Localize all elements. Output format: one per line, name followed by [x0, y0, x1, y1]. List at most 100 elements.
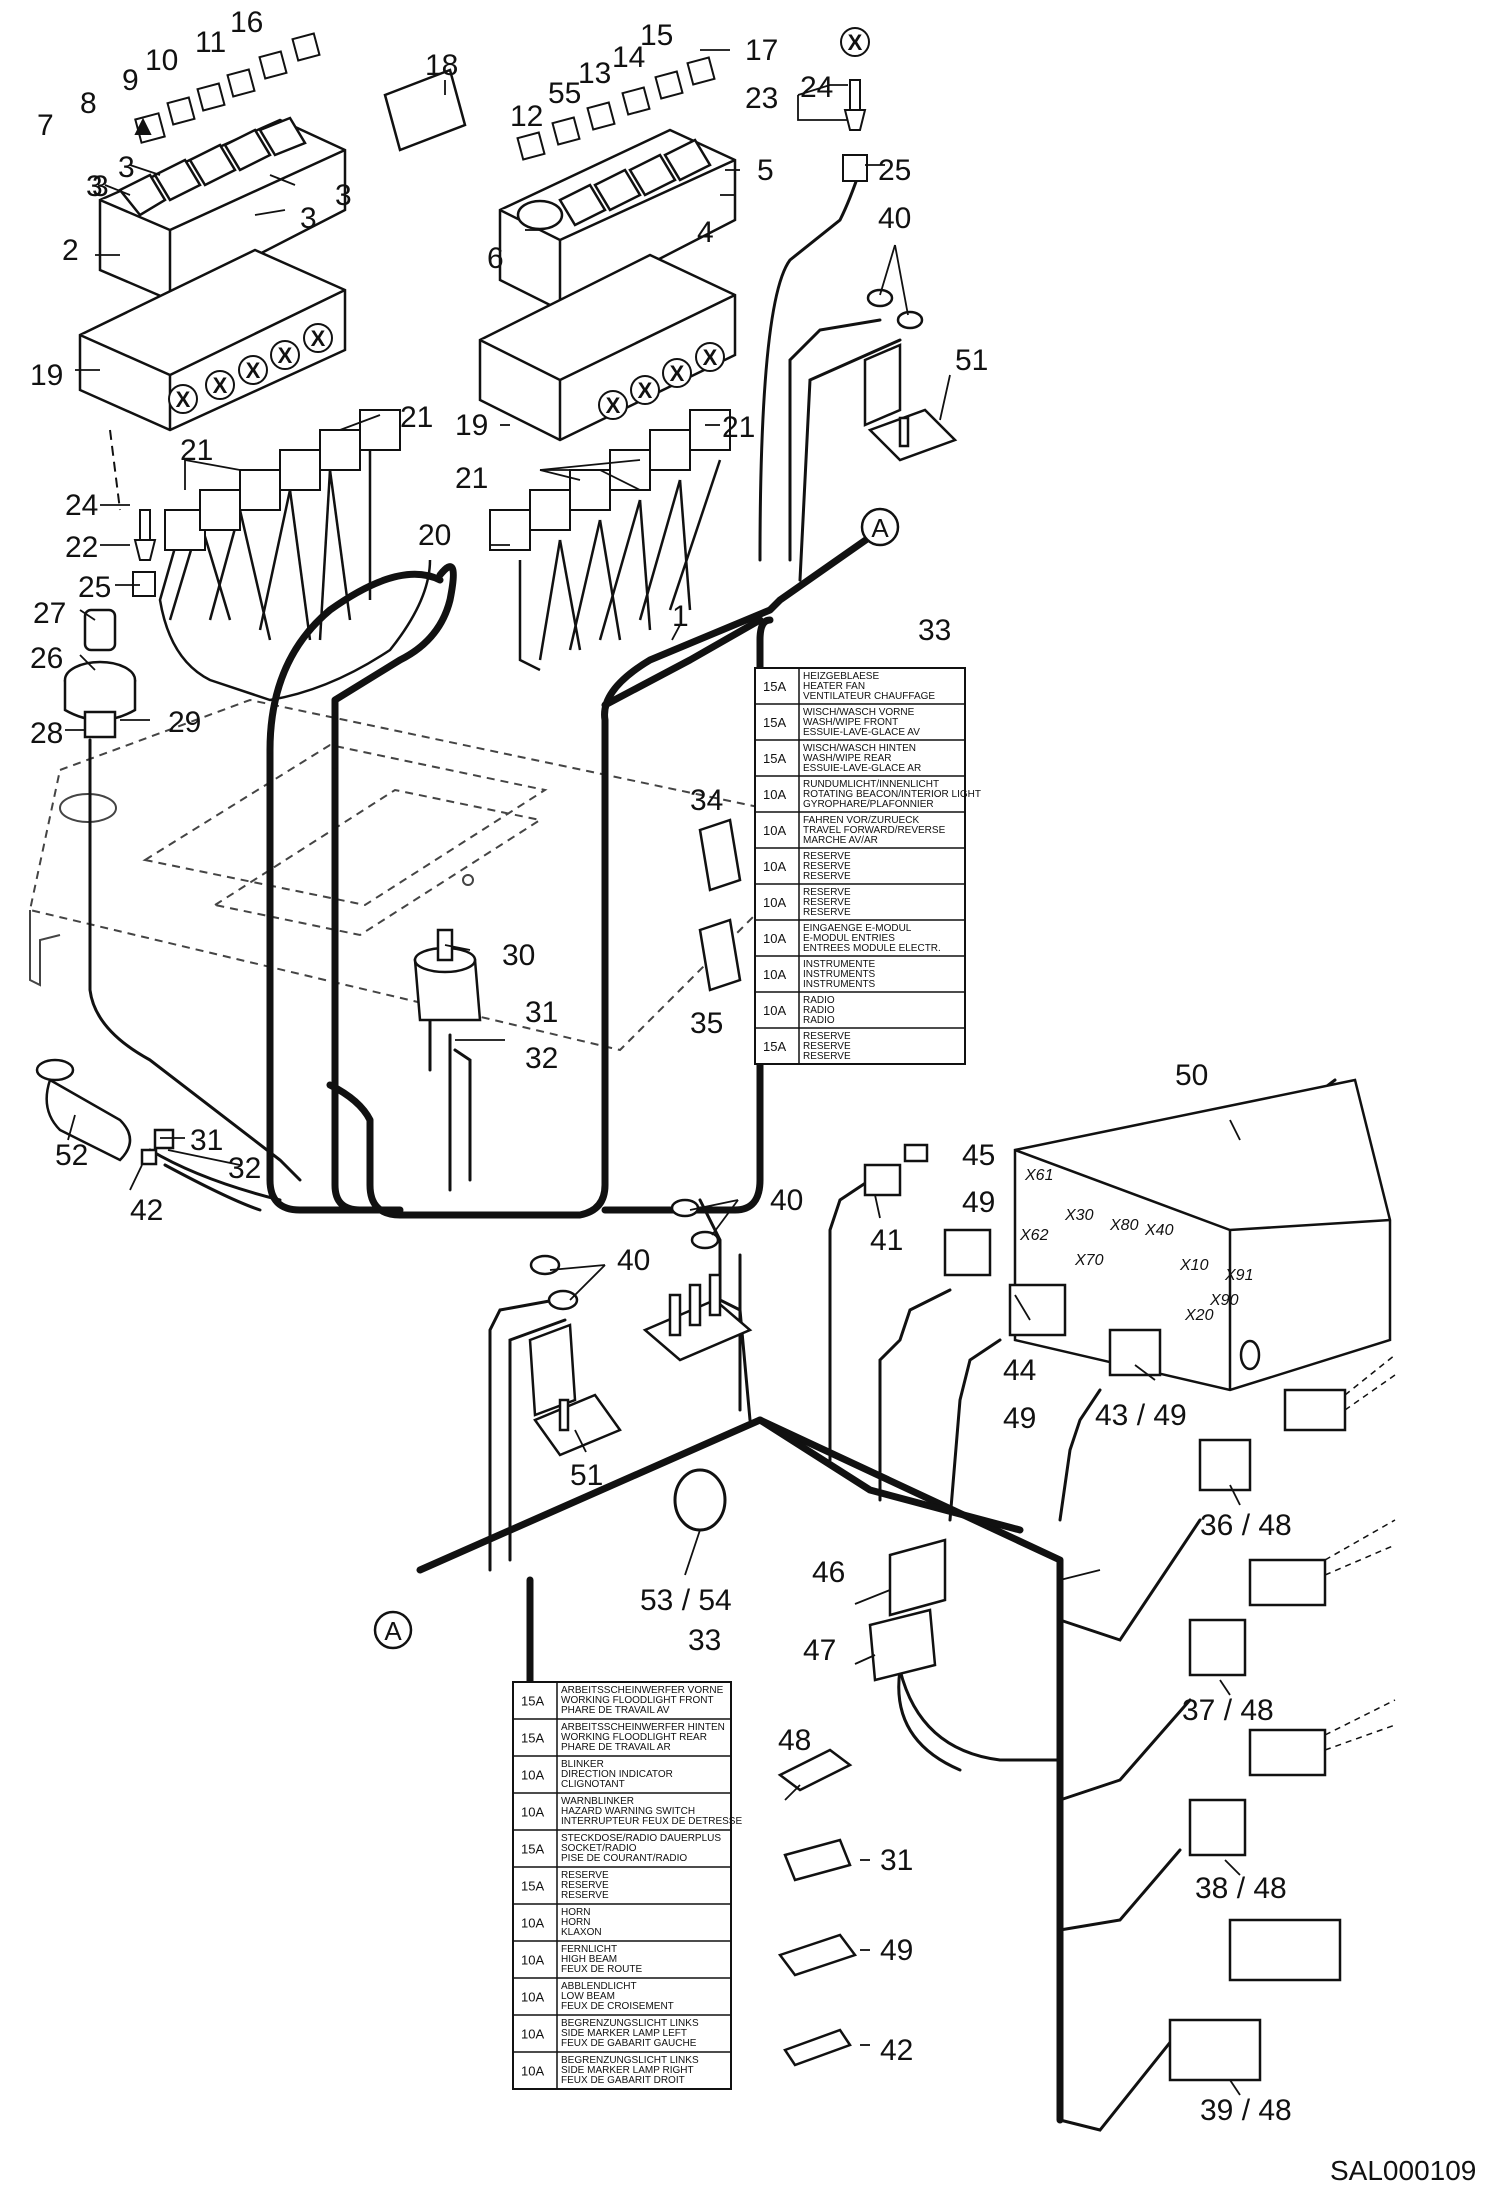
callout-numbers: 1 2 3 3 3 3 3 4 5 6 7 8 9 10 11 12 13 14… — [30, 6, 1292, 2127]
callout-1: 1 — [672, 600, 689, 633]
fuse-description: HAZARD WARNING SWITCH — [561, 1806, 695, 1817]
crimp-terminals — [777, 1748, 858, 2067]
fuse-description: RESERVE — [561, 1890, 609, 1901]
connector-fanout — [1324, 1354, 1396, 1751]
callout-20: 20 — [418, 519, 451, 552]
ground-terminal-bottom — [528, 1198, 753, 1457]
drawing-code: SAL000109 — [1330, 2155, 1476, 2186]
fuse-34-35 — [698, 818, 742, 992]
port-label: X61 — [1024, 1167, 1053, 1184]
fuse-description: RESERVE — [803, 887, 851, 898]
fuse-description: RESERVE — [803, 851, 851, 862]
fuse-description: RESERVE — [803, 897, 851, 908]
fuse-description: E-MODUL ENTRIES — [803, 933, 895, 944]
callout-18: 18 — [425, 49, 458, 82]
callout-47: 47 — [803, 1634, 836, 1667]
fuse-description: MARCHE AV/AR — [803, 835, 878, 846]
callout-24: 24 — [800, 71, 833, 104]
port-label: X70 — [1074, 1252, 1104, 1269]
callout-25: 25 — [878, 154, 911, 187]
callout-42: 42 — [880, 2034, 913, 2067]
callout-27: 27 — [33, 597, 66, 630]
fuse-description: SIDE MARKER LAMP LEFT — [561, 2028, 687, 2039]
fuse-amperage: 15A — [521, 1842, 544, 1857]
thin-wires — [88, 168, 1337, 2132]
xmark: X — [213, 373, 228, 398]
fuse-description: WORKING FLOODLIGHT REAR — [561, 1732, 707, 1743]
socket-branches-right — [518, 459, 722, 672]
xmark: X — [848, 30, 863, 55]
xmark: X — [606, 393, 621, 418]
callout-51: 51 — [570, 1459, 603, 1492]
module-connectors — [863, 1143, 1162, 1377]
callout-36-48: 36 / 48 — [1200, 1509, 1292, 1542]
callout-6: 6 — [487, 242, 504, 275]
port-label: X30 — [1064, 1207, 1094, 1224]
fuse-table-border — [512, 1681, 732, 2090]
fuse-description: FEUX DE CROISEMENT — [561, 2001, 674, 2012]
callout-24: 24 — [65, 489, 98, 522]
fuse-description: VENTILATEUR CHAUFFAGE — [803, 691, 935, 702]
fuse-description: WASH/WIPE REAR — [803, 753, 892, 764]
callout-3: 3 — [300, 202, 317, 235]
fuse-description: STECKDOSE/RADIO DAUERPLUS — [561, 1833, 721, 1844]
fuse-description: RESERVE — [803, 1051, 851, 1062]
fuse-description: RADIO — [803, 1015, 835, 1026]
port-label: X90 — [1209, 1292, 1239, 1309]
fuse-description: BEGRENZUNGSLICHT LINKS — [561, 2055, 699, 2066]
module-port-labels: X61 X40 X20 X30 X10 X70 X80 X91 X90 X62 — [1019, 1167, 1253, 1324]
callout-25: 25 — [78, 571, 111, 604]
callout-28: 28 — [30, 717, 63, 750]
callout-3: 3 — [118, 151, 135, 184]
callout-31: 31 — [190, 1124, 223, 1157]
callout-46: 46 — [812, 1556, 845, 1589]
fuse-description: WASH/WIPE FRONT — [803, 717, 898, 728]
sensor-52 — [35, 1058, 175, 1166]
callout-55: 55 — [548, 77, 581, 110]
callout-17: 17 — [745, 34, 778, 67]
callout-53-54: 53 / 54 — [640, 1584, 732, 1617]
callout-50: 50 — [1175, 1059, 1208, 1092]
fuse-amperage: 10A — [521, 1768, 544, 1783]
callout-32: 32 — [525, 1042, 558, 1075]
fuse-description: FEUX DE GABARIT GAUCHE — [561, 2038, 697, 2049]
fuse-description: ARBEITSSCHEINWERFER HINTEN — [561, 1722, 725, 1733]
callout-21: 21 — [180, 434, 213, 467]
callout-15: 15 — [640, 19, 673, 52]
switch-symbol-icons — [134, 32, 716, 161]
fuse-amperage: 15A — [763, 715, 786, 730]
callout-21: 21 — [400, 401, 433, 434]
fuse-description: GYROPHARE/PLAFONNIER — [803, 799, 934, 810]
callout-51: 51 — [955, 344, 988, 377]
callout-7: 7 — [37, 109, 54, 142]
callout-31: 31 — [880, 1844, 913, 1877]
fuse-amperage: 10A — [763, 823, 786, 838]
fuse-description: WARNBLINKER — [561, 1796, 634, 1807]
callout-5: 5 — [757, 154, 774, 187]
callout-42: 42 — [130, 1194, 163, 1227]
callout-10: 10 — [145, 44, 178, 77]
callout-49: 49 — [1003, 1402, 1036, 1435]
fuse-description: ENTREES MODULE ELECTR. — [803, 943, 941, 954]
fuse-description: WORKING FLOODLIGHT FRONT — [561, 1695, 714, 1706]
blank-label-plate — [383, 68, 467, 152]
rotary-switch — [413, 928, 482, 1022]
fuse-description: SOCKET/RADIO — [561, 1843, 637, 1854]
callout-3: 3 — [86, 170, 103, 203]
fuse-description: RADIO — [803, 995, 835, 1006]
fuse-description: RESERVE — [803, 871, 851, 882]
dashboard-bracket — [29, 793, 474, 987]
callout-33: 33 — [918, 614, 951, 647]
harness-connectors — [1168, 1388, 1347, 2082]
fuse-description: INSTRUMENTE — [803, 959, 876, 970]
xmark: X — [278, 343, 293, 368]
fuse-description: BEGRENZUNGSLICHT LINKS — [561, 2018, 699, 2029]
ignition-switch — [63, 608, 137, 739]
fuse-amperage: 10A — [763, 967, 786, 982]
cable-clamp — [673, 1468, 727, 1532]
callout-35: 35 — [690, 1007, 723, 1040]
callout-13: 13 — [578, 57, 611, 90]
fuse-description: HIGH BEAM — [561, 1954, 617, 1965]
leader-lines — [65, 49, 1241, 2096]
